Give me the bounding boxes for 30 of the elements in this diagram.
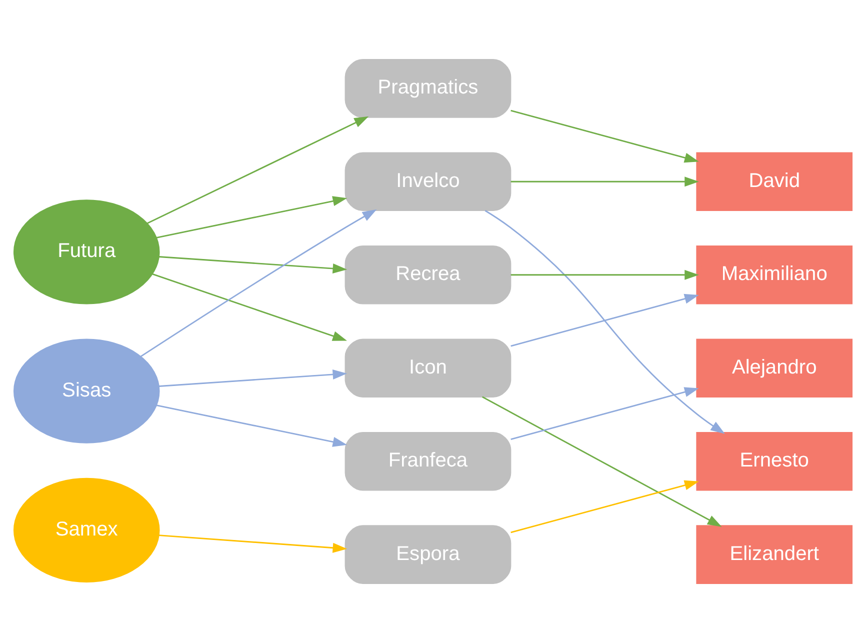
arrow [510, 294, 699, 347]
node-box: Maximiliano [696, 245, 853, 304]
arrow [140, 209, 377, 358]
arrow [510, 176, 699, 187]
node-box: David [696, 152, 853, 212]
arrow [158, 534, 348, 553]
arrow [156, 196, 348, 238]
node-box: Icon [344, 338, 512, 398]
node-box: Elizandert [696, 525, 853, 584]
arrow [158, 256, 348, 274]
node-ellipse: Samex [13, 478, 160, 583]
node-box: Alejandro [696, 338, 853, 398]
node-box: Franfeca [344, 432, 512, 491]
arrow [510, 270, 699, 280]
arrow [152, 273, 347, 341]
node-ellipse: Sisas [13, 338, 160, 444]
node-box: Espora [344, 525, 512, 584]
arrow [158, 369, 348, 387]
arrow [510, 387, 699, 440]
arrow [510, 480, 699, 534]
arrow [482, 396, 722, 527]
node-box: Ernesto [696, 432, 853, 491]
arrow [510, 110, 699, 163]
node-ellipse: Futura [13, 200, 160, 304]
node-box: Recrea [344, 245, 512, 304]
node-box: Invelco [344, 152, 512, 212]
arrow [156, 404, 348, 447]
arrow [147, 116, 369, 224]
arrow [484, 210, 725, 434]
node-box: Pragmatics [344, 59, 512, 118]
